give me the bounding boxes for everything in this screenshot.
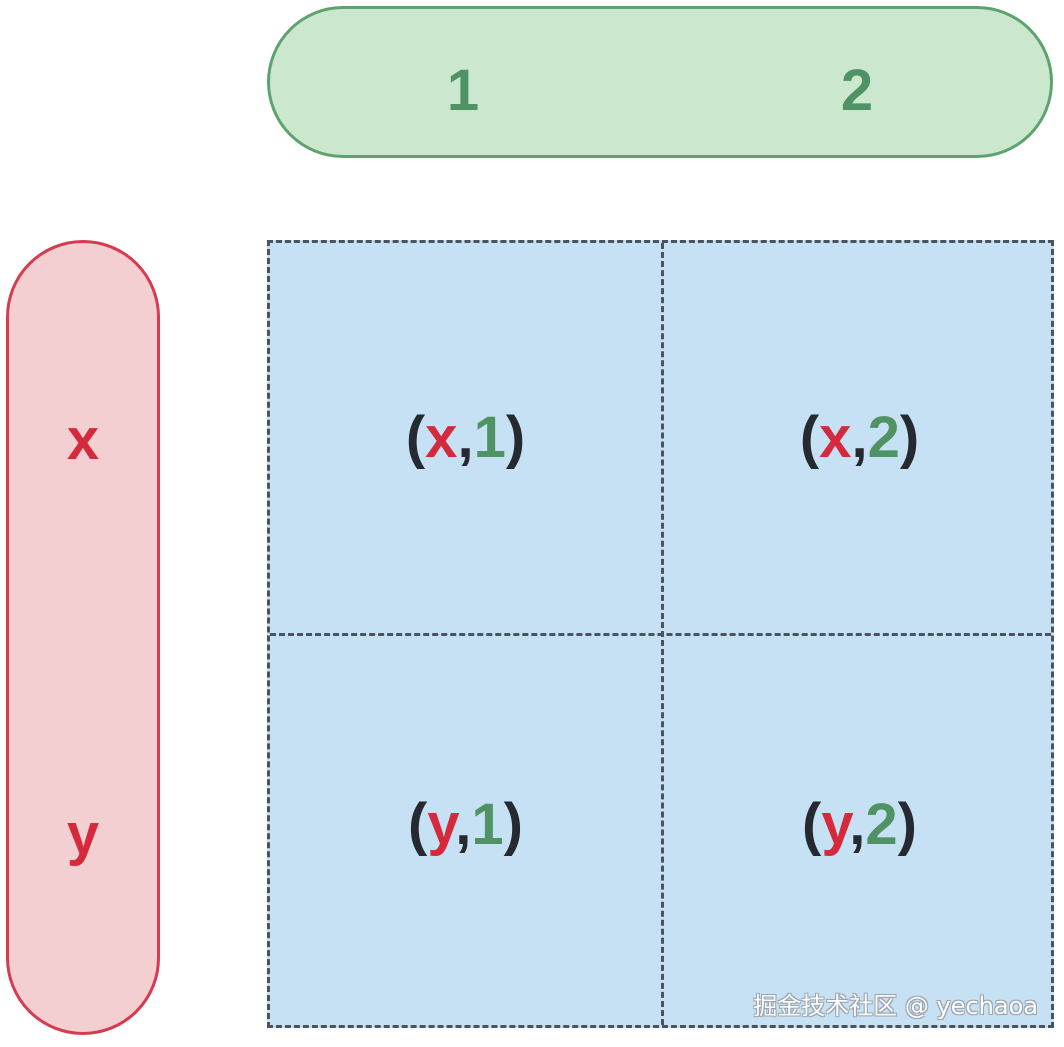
pair-row-value: y <box>821 792 850 857</box>
grid-cell-x-1: (x,1) <box>270 243 661 634</box>
grid-cell-x-2: (x,2) <box>664 243 1055 634</box>
pair-row-value: x <box>425 405 458 470</box>
pair-column-value: 1 <box>473 405 506 470</box>
pair-separator: , <box>851 405 868 470</box>
close-paren: ) <box>505 405 526 470</box>
pair-column-value: 1 <box>471 792 504 857</box>
row-labels-pill: x y <box>6 240 160 1035</box>
pair-separator: , <box>455 792 472 857</box>
pair-label: (y,1) <box>270 790 661 860</box>
column-labels-pill: 1 2 <box>267 6 1053 158</box>
close-paren: ) <box>503 792 523 857</box>
pair-column-value: 2 <box>865 792 898 857</box>
close-paren: ) <box>897 792 917 857</box>
pair-row-value: x <box>819 405 852 470</box>
close-paren: ) <box>899 405 920 470</box>
open-paren: ( <box>799 405 820 470</box>
grid-horizontal-divider <box>270 633 1051 636</box>
pair-label: (x,2) <box>664 403 1055 473</box>
row-label-x: x <box>66 407 100 472</box>
pair-separator: , <box>457 405 474 470</box>
pair-separator: , <box>849 792 866 857</box>
column-label-2: 2 <box>840 58 874 123</box>
grid-cell-y-2: (y,2) <box>664 636 1055 1027</box>
watermark-text: 掘金技术社区 @ yechaoa <box>753 992 1038 1020</box>
pair-column-value: 2 <box>867 405 900 470</box>
product-grid: (x,1) (x,2) (y,1) (y,2) <box>267 240 1054 1028</box>
open-paren: ( <box>405 405 426 470</box>
pair-label: (x,1) <box>270 403 661 473</box>
open-paren: ( <box>408 792 428 857</box>
open-paren: ( <box>802 792 822 857</box>
pair-label: (y,2) <box>664 790 1055 860</box>
row-label-y: y <box>66 802 100 867</box>
column-label-1: 1 <box>446 58 480 123</box>
pair-row-value: y <box>427 792 456 857</box>
grid-cell-y-1: (y,1) <box>270 636 661 1027</box>
